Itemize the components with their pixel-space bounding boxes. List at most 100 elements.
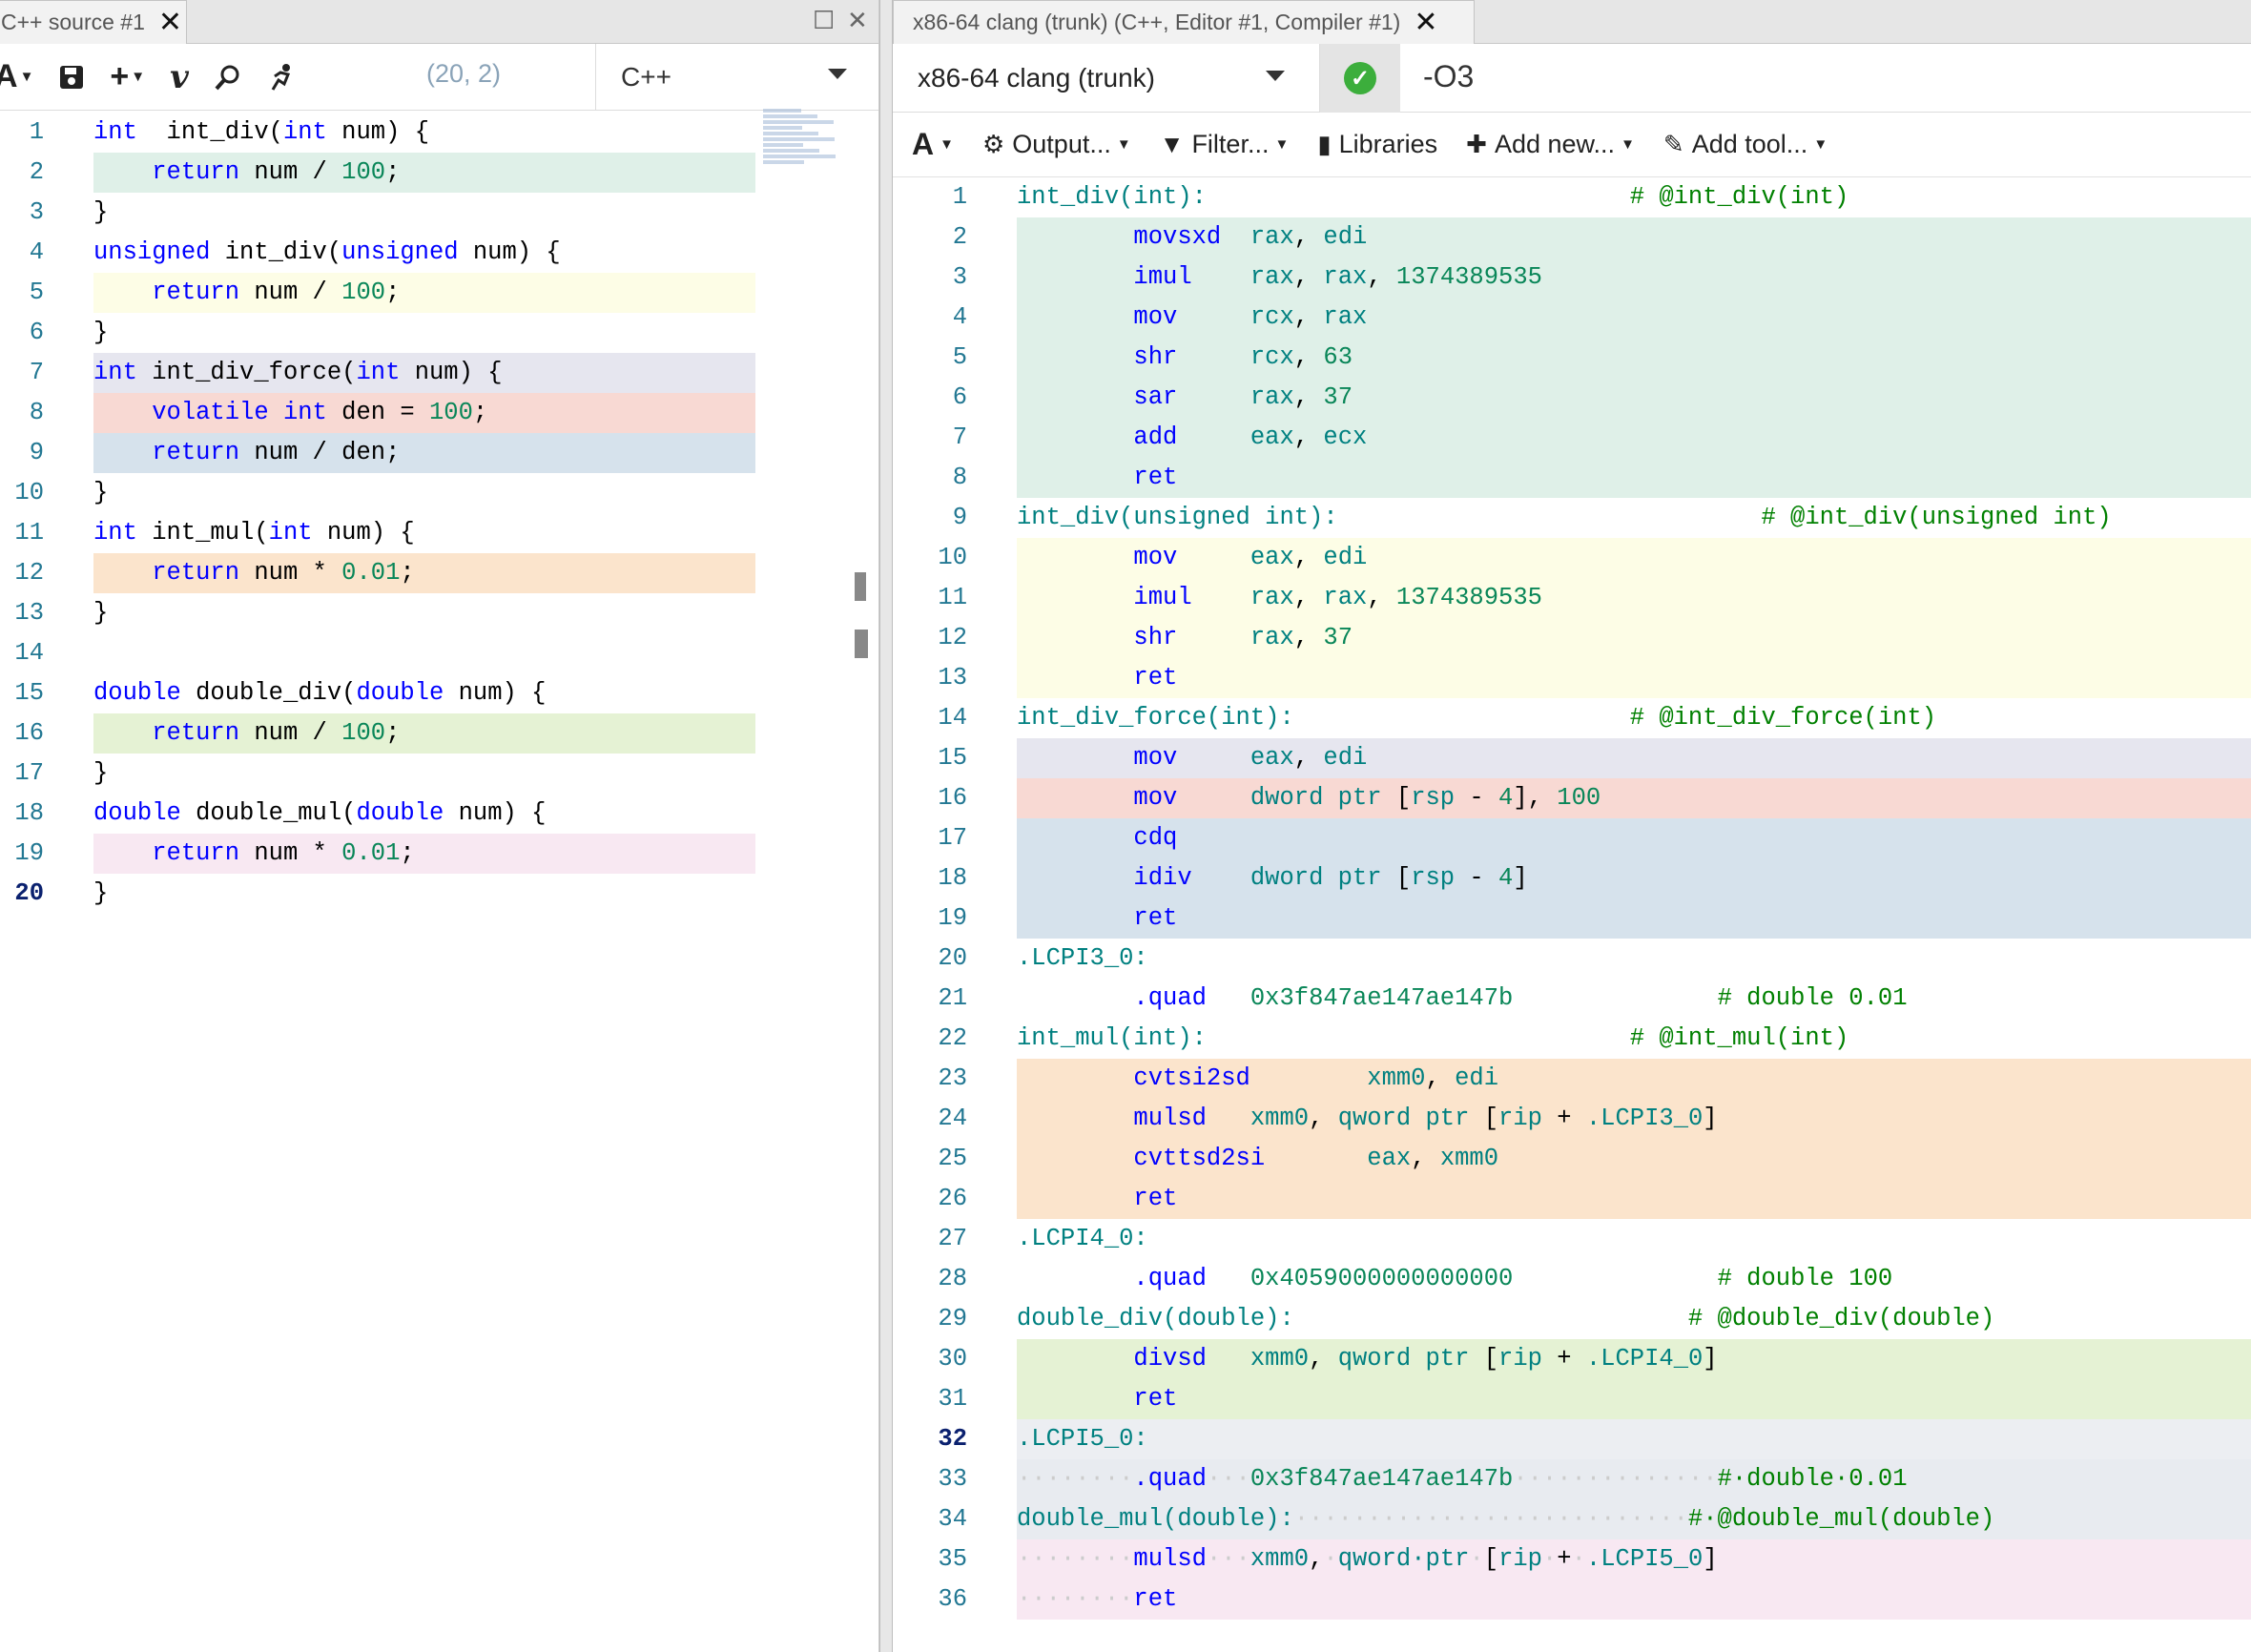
asm-line[interactable]: 31 ret	[893, 1379, 2251, 1419]
add-new-button[interactable]: ✚Add new...▼	[1466, 130, 1635, 158]
line-text: imul rax, rax, 1374389535	[1017, 258, 2251, 298]
save-icon[interactable]	[58, 64, 85, 91]
asm-line[interactable]: 35········mulsd···xmm0,·qword·ptr·[rip·+…	[893, 1539, 2251, 1580]
source-line[interactable]: 2 return num / 100;	[0, 153, 763, 193]
compiler-flags-input[interactable]: -O3	[1423, 59, 1475, 93]
add-tool-button[interactable]: ✎Add tool...▼	[1662, 130, 1828, 158]
asm-line[interactable]: 8 ret	[893, 458, 2251, 498]
editor-scrollbar[interactable]	[855, 572, 868, 658]
source-line[interactable]: 17}	[0, 754, 763, 794]
asm-line[interactable]: 13 ret	[893, 658, 2251, 698]
source-tab[interactable]: C++ source #1 ✕	[0, 0, 187, 44]
asm-line[interactable]: 30 divsd xmm0, qword ptr [rip + .LCPI4_0…	[893, 1339, 2251, 1379]
asm-line[interactable]: 25 cvttsd2si eax, xmm0	[893, 1139, 2251, 1179]
asm-line[interactable]: 23 cvtsi2sd xmm0, edi	[893, 1059, 2251, 1099]
font-size-button[interactable]: A▼	[912, 127, 954, 161]
asm-line[interactable]: 16 mov dword ptr [rsp - 4], 100	[893, 778, 2251, 818]
code-token: double	[356, 679, 444, 707]
asm-line[interactable]: 6 sar rax, 37	[893, 378, 2251, 418]
code-token: # double 100	[1717, 1265, 1893, 1292]
source-line[interactable]: 14	[0, 633, 763, 673]
add-pane-button[interactable]: +▼	[110, 58, 146, 94]
code-token: qword ptr	[1337, 1105, 1470, 1132]
source-line[interactable]: 10}	[0, 473, 763, 513]
asm-line[interactable]: 19 ret	[893, 898, 2251, 939]
asm-line[interactable]: 18 idiv dword ptr [rsp - 4]	[893, 858, 2251, 898]
asm-line[interactable]: 17 cdq	[893, 818, 2251, 858]
asm-line[interactable]: 20.LCPI3_0:	[893, 939, 2251, 979]
libraries-button[interactable]: ▮Libraries	[1317, 130, 1437, 159]
pane-splitter[interactable]	[879, 0, 893, 1652]
code-token: ···	[1206, 1465, 1250, 1493]
line-number: 10	[14, 479, 44, 506]
code-token: 0.01	[341, 839, 401, 867]
close-icon[interactable]: ✕	[157, 7, 183, 38]
source-line[interactable]: 5 return num / 100;	[0, 273, 763, 313]
asm-line[interactable]: 21 .quad 0x3f847ae147ae147b # double 0.0…	[893, 979, 2251, 1019]
asm-line[interactable]: 3 imul rax, rax, 1374389535	[893, 258, 2251, 298]
asm-line[interactable]: 11 imul rax, rax, 1374389535	[893, 578, 2251, 618]
line-text: idiv dword ptr [rsp - 4]	[1017, 858, 2251, 898]
line-text: .LCPI5_0:	[1017, 1419, 2251, 1459]
source-line[interactable]: 9 return num / den;	[0, 433, 763, 473]
asm-line[interactable]: 27.LCPI4_0:	[893, 1219, 2251, 1259]
vim-mode-icon[interactable]: v	[170, 57, 189, 96]
zoom-search-icon[interactable]	[214, 63, 242, 92]
source-line[interactable]: 8 volatile int den = 100;	[0, 393, 763, 433]
asm-line[interactable]: 10 mov eax, edi	[893, 538, 2251, 578]
scroll-thumb[interactable]	[855, 572, 866, 601]
asm-line[interactable]: 15 mov eax, edi	[893, 738, 2251, 778]
add-new-label: Add new...	[1494, 130, 1616, 158]
code-token: ,	[1293, 423, 1324, 451]
font-size-button[interactable]: A▼	[0, 58, 34, 94]
asm-line[interactable]: 28 .quad 0x4059000000000000 # double 100	[893, 1259, 2251, 1299]
code-token: num /	[239, 158, 342, 186]
code-token	[1177, 544, 1250, 571]
minimap[interactable]	[763, 107, 855, 183]
asm-line[interactable]: 12 shr rax, 37	[893, 618, 2251, 658]
maximize-icon[interactable]: ☐	[813, 6, 836, 34]
close-icon[interactable]: ✕	[1414, 7, 1438, 38]
code-token: den =	[326, 399, 429, 426]
source-line[interactable]: 6}	[0, 313, 763, 353]
asm-line[interactable]: 33········.quad···0x3f847ae147ae147b····…	[893, 1459, 2251, 1499]
asm-line[interactable]: 5 shr rcx, 63	[893, 338, 2251, 378]
line-text: volatile int den = 100;	[93, 393, 755, 433]
source-line[interactable]: 16 return num / 100;	[0, 713, 763, 754]
run-person-icon[interactable]	[267, 63, 296, 92]
code-token: rip	[1498, 1105, 1542, 1132]
source-line[interactable]: 3}	[0, 193, 763, 233]
close-pane-icon[interactable]: ✕	[847, 6, 868, 34]
asm-line[interactable]: 7 add eax, ecx	[893, 418, 2251, 458]
source-line[interactable]: 19 return num * 0.01;	[0, 834, 763, 874]
asm-line[interactable]: 4 mov rcx, rax	[893, 298, 2251, 338]
compiler-tab[interactable]: x86-64 clang (trunk) (C++, Editor #1, Co…	[893, 0, 1475, 44]
asm-line[interactable]: 26 ret	[893, 1179, 2251, 1219]
compiler-select[interactable]: x86-64 clang (trunk)	[893, 44, 1320, 113]
output-button[interactable]: ⚙Output...▼	[981, 130, 1131, 158]
compile-status[interactable]: ✓	[1320, 44, 1400, 113]
asm-line[interactable]: 32.LCPI5_0:	[893, 1419, 2251, 1459]
filter-button[interactable]: ▼Filter...▼	[1159, 130, 1290, 158]
source-line[interactable]: 13}	[0, 593, 763, 633]
asm-line[interactable]: 24 mulsd xmm0, qword ptr [rip + .LCPI3_0…	[893, 1099, 2251, 1139]
source-line[interactable]: 20}	[0, 874, 763, 914]
asm-line[interactable]: 2 movsxd rax, edi	[893, 217, 2251, 258]
source-line[interactable]: 12 return num * 0.01;	[0, 553, 763, 593]
asm-line[interactable]: 36········ret	[893, 1580, 2251, 1620]
language-select[interactable]: C++	[595, 44, 879, 111]
